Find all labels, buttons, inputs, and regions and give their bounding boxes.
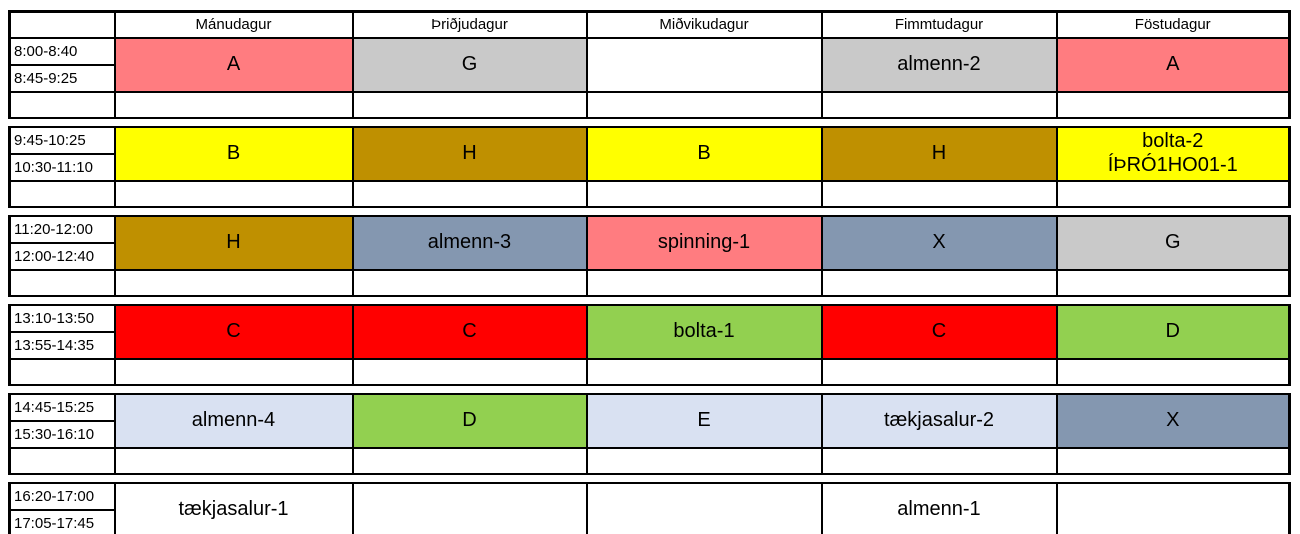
- spacer-cell: [1055, 357, 1291, 386]
- schedule-cell[interactable]: [585, 481, 823, 534]
- spacer-cell: [351, 357, 588, 386]
- time-slot-label: 11:20-12:00: [8, 214, 116, 244]
- schedule-cell[interactable]: almenn-4: [113, 392, 354, 449]
- day-header-thursday: Fimmtudagur: [820, 10, 1058, 39]
- time-slot-label: 9:45-10:25: [8, 125, 116, 155]
- spacer-cell: [820, 90, 1058, 119]
- schedule-cell[interactable]: bolta-2 ÍÞRÓ1HO01-1: [1055, 125, 1291, 182]
- schedule-cell[interactable]: C: [351, 303, 588, 360]
- time-slot-label: 10:30-11:10: [8, 152, 116, 182]
- schedule-cell[interactable]: [1055, 481, 1291, 534]
- schedule-cell[interactable]: spinning-1: [585, 214, 823, 271]
- gap-row: [9, 117, 1290, 127]
- schedule-cell[interactable]: A: [113, 36, 354, 93]
- schedule-cell[interactable]: B: [585, 125, 823, 182]
- spacer-cell: [820, 357, 1058, 386]
- schedule-cell[interactable]: G: [351, 36, 588, 93]
- spacer-cell: [351, 446, 588, 475]
- day-header-tuesday: Þriðjudagur: [351, 10, 588, 39]
- schedule-cell[interactable]: G: [1055, 214, 1291, 271]
- schedule-cell[interactable]: [351, 481, 588, 534]
- time-slot-label: 15:30-16:10: [8, 419, 116, 449]
- spacer-cell: [820, 179, 1058, 208]
- gap-row: [9, 206, 1290, 216]
- time-slot-label: 12:00-12:40: [8, 241, 116, 271]
- spacer-cell: [1055, 446, 1291, 475]
- spacer-cell: [8, 446, 116, 475]
- spacer-cell: [113, 268, 354, 297]
- gap-row: [9, 295, 1290, 305]
- gap-row: [9, 473, 1290, 483]
- spacer-cell: [351, 90, 588, 119]
- corner-cell: [8, 10, 116, 39]
- time-slot-label: 16:20-17:00: [8, 481, 116, 511]
- spacer-cell: [585, 357, 823, 386]
- spacer-cell: [1055, 179, 1291, 208]
- spacer-cell: [351, 179, 588, 208]
- spacer-cell: [585, 90, 823, 119]
- spacer-cell: [1055, 268, 1291, 297]
- schedule-cell[interactable]: tækjasalur-1: [113, 481, 354, 534]
- schedule-cell[interactable]: H: [820, 125, 1058, 182]
- time-slot-label: 14:45-15:25: [8, 392, 116, 422]
- time-slot-label: 13:55-14:35: [8, 330, 116, 360]
- spacer-cell: [8, 357, 116, 386]
- schedule-cell[interactable]: E: [585, 392, 823, 449]
- spacer-cell: [113, 446, 354, 475]
- schedule-cell[interactable]: D: [351, 392, 588, 449]
- schedule-cell[interactable]: X: [1055, 392, 1291, 449]
- time-slot-label: 8:00-8:40: [8, 36, 116, 66]
- time-slot-label: 13:10-13:50: [8, 303, 116, 333]
- spacer-cell: [113, 357, 354, 386]
- spacer-cell: [351, 268, 588, 297]
- spacer-cell: [585, 179, 823, 208]
- time-slot-label: 17:05-17:45: [8, 508, 116, 534]
- schedule-cell[interactable]: C: [820, 303, 1058, 360]
- spacer-cell: [8, 268, 116, 297]
- day-header-monday: Mánudagur: [113, 10, 354, 39]
- spacer-cell: [585, 446, 823, 475]
- schedule-cell[interactable]: A: [1055, 36, 1291, 93]
- schedule-cell[interactable]: C: [113, 303, 354, 360]
- spacer-cell: [1055, 90, 1291, 119]
- spacer-cell: [8, 179, 116, 208]
- day-header-friday: Föstudagur: [1055, 10, 1291, 39]
- schedule-cell[interactable]: D: [1055, 303, 1291, 360]
- schedule-cell[interactable]: almenn-2: [820, 36, 1058, 93]
- spacer-cell: [113, 90, 354, 119]
- gap-row: [9, 384, 1290, 394]
- spacer-cell: [585, 268, 823, 297]
- schedule-cell[interactable]: tækjasalur-2: [820, 392, 1058, 449]
- schedule-cell[interactable]: H: [113, 214, 354, 271]
- schedule-cell[interactable]: B: [113, 125, 354, 182]
- spacer-cell: [820, 446, 1058, 475]
- timetable: Mánudagur Þriðjudagur Miðvikudagur Fimmt…: [8, 10, 1291, 534]
- spacer-cell: [8, 90, 116, 119]
- day-header-wednesday: Miðvikudagur: [585, 10, 823, 39]
- spacer-cell: [113, 179, 354, 208]
- schedule-cell[interactable]: almenn-3: [351, 214, 588, 271]
- time-slot-label: 8:45-9:25: [8, 63, 116, 93]
- schedule-cell[interactable]: [585, 36, 823, 93]
- schedule-cell[interactable]: bolta-1: [585, 303, 823, 360]
- spacer-cell: [820, 268, 1058, 297]
- schedule-cell[interactable]: almenn-1: [820, 481, 1058, 534]
- schedule-cell[interactable]: H: [351, 125, 588, 182]
- schedule-cell[interactable]: X: [820, 214, 1058, 271]
